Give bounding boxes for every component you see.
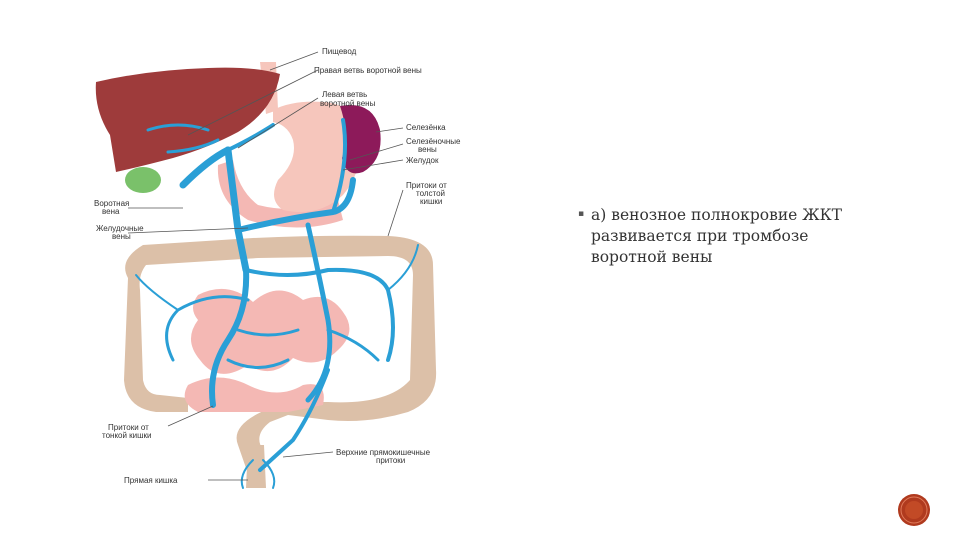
label-gastric-veins-1: Желудочные bbox=[96, 224, 144, 233]
label-stomach: Желудок bbox=[406, 156, 439, 165]
small-intestine-lower bbox=[184, 377, 324, 412]
small-intestine bbox=[190, 288, 350, 374]
label-small-intestine-tributaries-2: тонкой кишки bbox=[102, 431, 152, 440]
label-colon-tributaries-2: толстой bbox=[416, 189, 445, 198]
veins bbox=[135, 118, 419, 489]
bullet-text: а) венозное полнокровие ЖКТ развивается … bbox=[591, 206, 843, 266]
label-gastric-veins-2: вены bbox=[112, 232, 131, 241]
label-splenic-veins-1: Селезёночные bbox=[406, 137, 461, 146]
colon bbox=[124, 235, 437, 468]
label-colon-tributaries-3: кишки bbox=[420, 197, 442, 206]
label-portal-vein-1: Воротная bbox=[94, 199, 129, 208]
label-upper-rectal-veins-2: притоки bbox=[376, 456, 405, 465]
label-left-portal-branch-1: Левая ветвь bbox=[322, 90, 367, 99]
label-portal-vein-2: вена bbox=[102, 207, 120, 216]
leader-lines bbox=[127, 51, 404, 481]
label-small-intestine-tributaries-1: Притоки от bbox=[108, 423, 149, 432]
label-left-portal-branch-2: воротной вены bbox=[320, 99, 376, 108]
rectum bbox=[246, 445, 266, 488]
spleen bbox=[340, 105, 381, 174]
bullet-marker: ▪ bbox=[578, 209, 585, 219]
label-upper-rectal-veins-1: Верхние прямокишечные bbox=[336, 448, 431, 457]
label-esophagus: Пищевод bbox=[322, 47, 357, 56]
label-right-portal-branch: Правая ветвь воротной вены bbox=[314, 66, 422, 75]
label-splenic-veins-2: вены bbox=[418, 145, 437, 154]
label-colon-tributaries-1: Притоки от bbox=[406, 181, 447, 190]
decorative-badge-icon bbox=[898, 494, 930, 526]
label-rectum: Прямая кишка bbox=[124, 476, 178, 485]
portal-venous-system-diagram: Пищевод Правая ветвь воротной вены Левая… bbox=[94, 47, 461, 489]
label-spleen: Селезёнка bbox=[406, 123, 446, 132]
gallbladder bbox=[125, 167, 161, 193]
liver bbox=[95, 67, 281, 172]
